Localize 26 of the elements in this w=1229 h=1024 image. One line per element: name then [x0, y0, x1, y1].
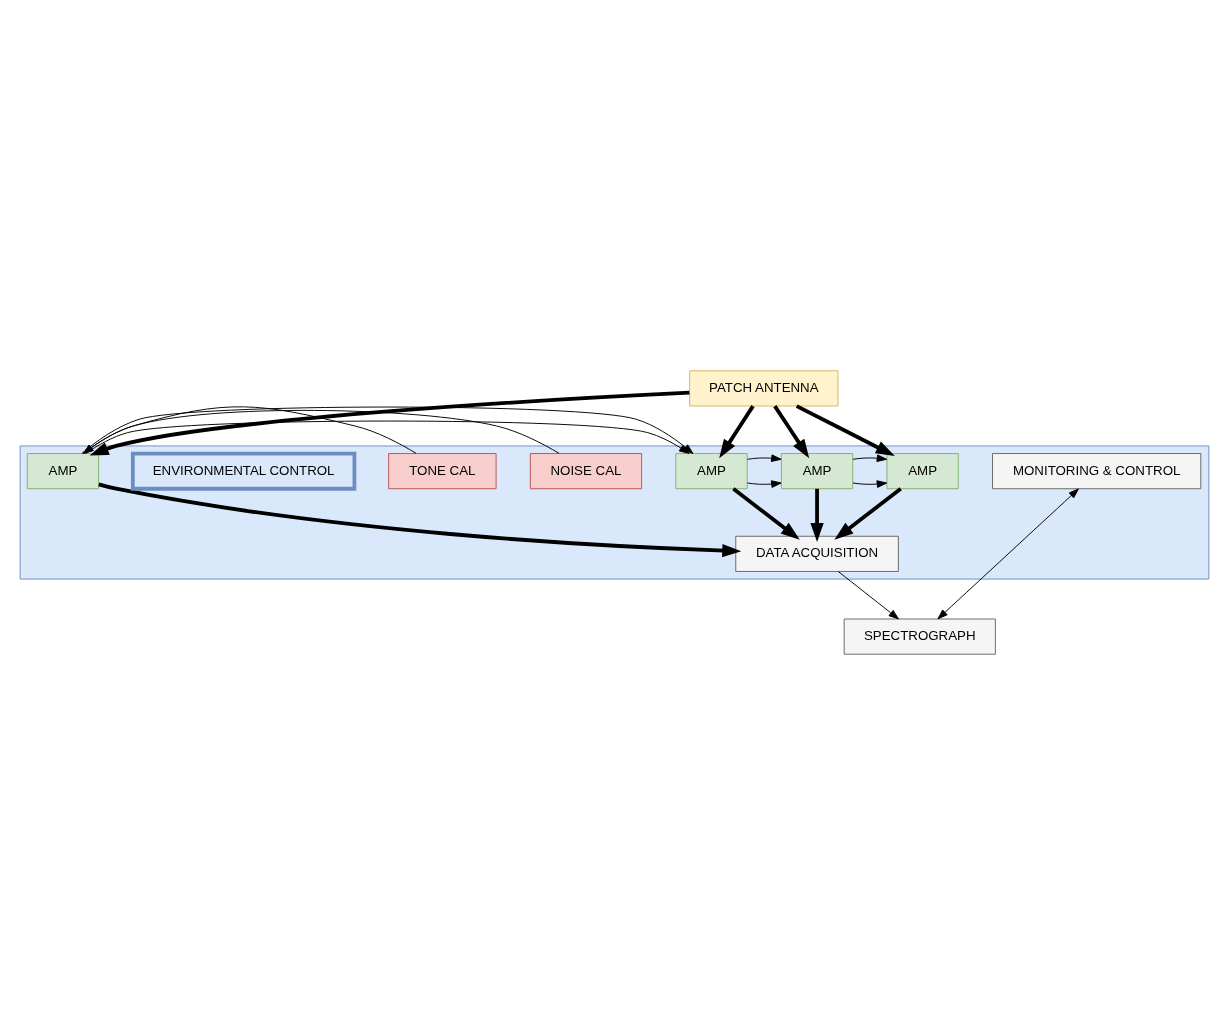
node-box: AMP: [675, 452, 748, 489]
node-box: NOISE CAL: [529, 452, 643, 489]
arrow: [98, 482, 742, 557]
arrow: [852, 453, 888, 462]
node-box: MONITORING & CONTROL: [992, 452, 1202, 489]
arrow: [719, 404, 755, 458]
arrow: [83, 409, 560, 454]
arrow: [795, 403, 895, 456]
arrow: [746, 453, 782, 462]
node-box: AMP: [26, 452, 100, 489]
arrow: [810, 488, 824, 542]
node-box: SPECTROGRAPH: [843, 618, 996, 655]
arrow: [937, 488, 1079, 619]
node-box: PATCH ANTENNA: [689, 369, 839, 406]
arrow: [773, 404, 810, 458]
arrow: [83, 405, 417, 454]
node-box: DATA ACQUISITION: [735, 535, 899, 572]
arrow: [837, 570, 899, 619]
node-box: ENVIRONMENTAL CONTROL: [130, 451, 357, 491]
arrow: [746, 479, 782, 488]
node-box: AMP: [780, 452, 854, 489]
node-box: TONE CAL: [388, 452, 497, 489]
arrow: [852, 479, 888, 488]
arrow: [732, 486, 800, 540]
arrow: [834, 486, 902, 540]
node-box: AMP: [886, 452, 959, 489]
